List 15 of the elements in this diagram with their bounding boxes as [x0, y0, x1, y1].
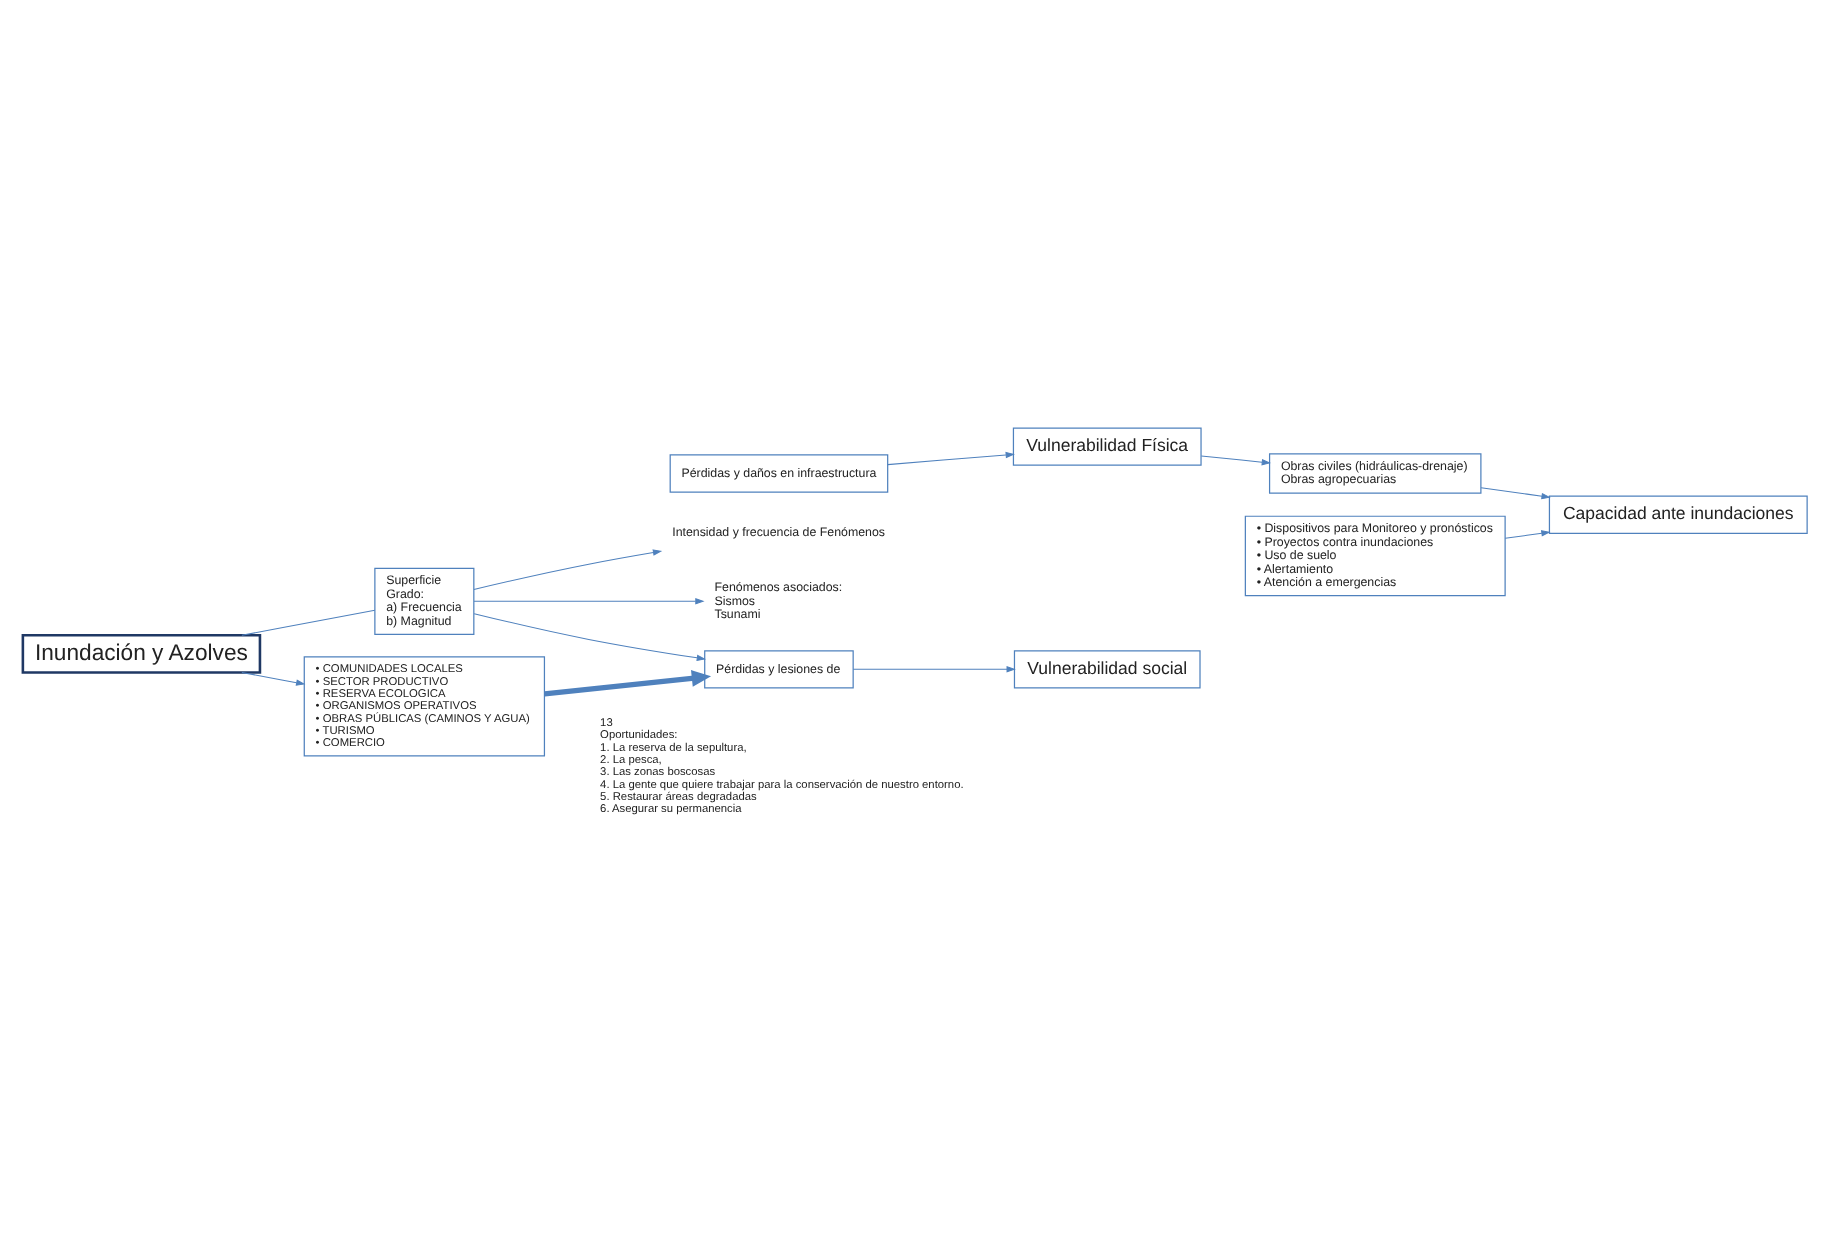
arrow: [473, 597, 705, 604]
arrow: [1480, 486, 1551, 499]
node-box: Inundación y Azolves: [21, 633, 262, 673]
arrow: [1504, 529, 1551, 538]
arrow: [544, 668, 712, 696]
arrow: [1200, 454, 1271, 465]
arrow: [241, 670, 306, 685]
node-box: Vulnerabilidad Física: [1012, 426, 1202, 465]
arrow: [887, 450, 1015, 465]
connector: [241, 608, 376, 635]
node-box: Vulnerabilidad social: [1013, 649, 1201, 688]
arrow: [852, 665, 1016, 672]
arrow: [473, 548, 663, 589]
node-box: Capacidad ante inundaciones: [1548, 494, 1808, 533]
arrow: [473, 612, 707, 661]
